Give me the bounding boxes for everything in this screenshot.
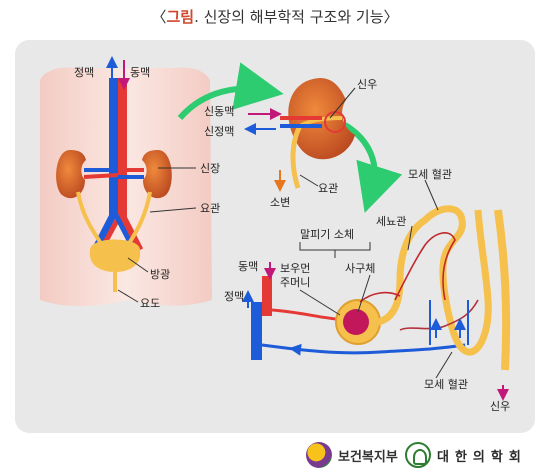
label-renal-vein: 신정맥 [204,125,234,138]
mohw-logo: 보건복지부 [306,438,398,472]
tubule-path [376,205,492,356]
label-bowman-line1: 보우먼 [280,262,310,275]
iliac-right [118,213,144,252]
label-urethra: 요도 [140,297,160,310]
label-ureter: 요관 [200,202,220,215]
label-ureter-right: 요관 [318,182,338,195]
org-name-mohw: 보건복지부 [338,449,398,465]
label-urine: 소변 [270,196,290,209]
label-bladder: 방광 [150,268,170,281]
label-bowman-line2: 주머니 [280,276,310,289]
label-vein-nephron: 정맥 [224,290,244,303]
vena-cava [109,78,118,218]
label-tubule: 세뇨관 [376,215,406,228]
label-artery-top: 동맥 [130,66,150,79]
label-artery-nephron: 동맥 [238,260,258,273]
collecting-duct [494,209,511,371]
zoom-arrow-1 [177,62,284,121]
label-capillary-bottom: 모세 혈관 [424,377,468,391]
title-accent: 그림 [166,8,195,26]
bladder-shape [89,239,141,272]
kams-emblem-icon [405,442,431,468]
label-renal-pelvis-top: 신우 [357,78,377,91]
glomerulus-ball [343,309,369,335]
label-malpighian: 말피기 소체 [300,228,354,241]
mohw-emblem-icon [306,442,332,468]
artery-block [262,276,272,316]
figure-title: 〈그림. 신장의 해부학적 구조와 기능〉 [151,8,399,26]
label-vein-top: 정맥 [74,66,94,79]
label-bowman: 보우먼 주머니 [280,262,314,289]
aorta [118,78,127,218]
kidney-right [142,150,172,199]
kams-logo: 대한의학회 [405,438,527,472]
vein-block [251,302,262,360]
label-renal-pelvis-bottom: 신우 [490,400,510,413]
label-kidney: 신장 [200,162,220,175]
label-glomerulus: 사구체 [345,262,375,275]
label-capillary-top: 모세 혈관 [408,167,452,181]
zoom-arrow-2 [343,122,403,213]
capillary-net [394,232,456,301]
org-name-kams: 대한의학회 [437,449,527,465]
label-renal-artery: 신동맥 [204,105,234,118]
kidney-left [56,150,86,199]
